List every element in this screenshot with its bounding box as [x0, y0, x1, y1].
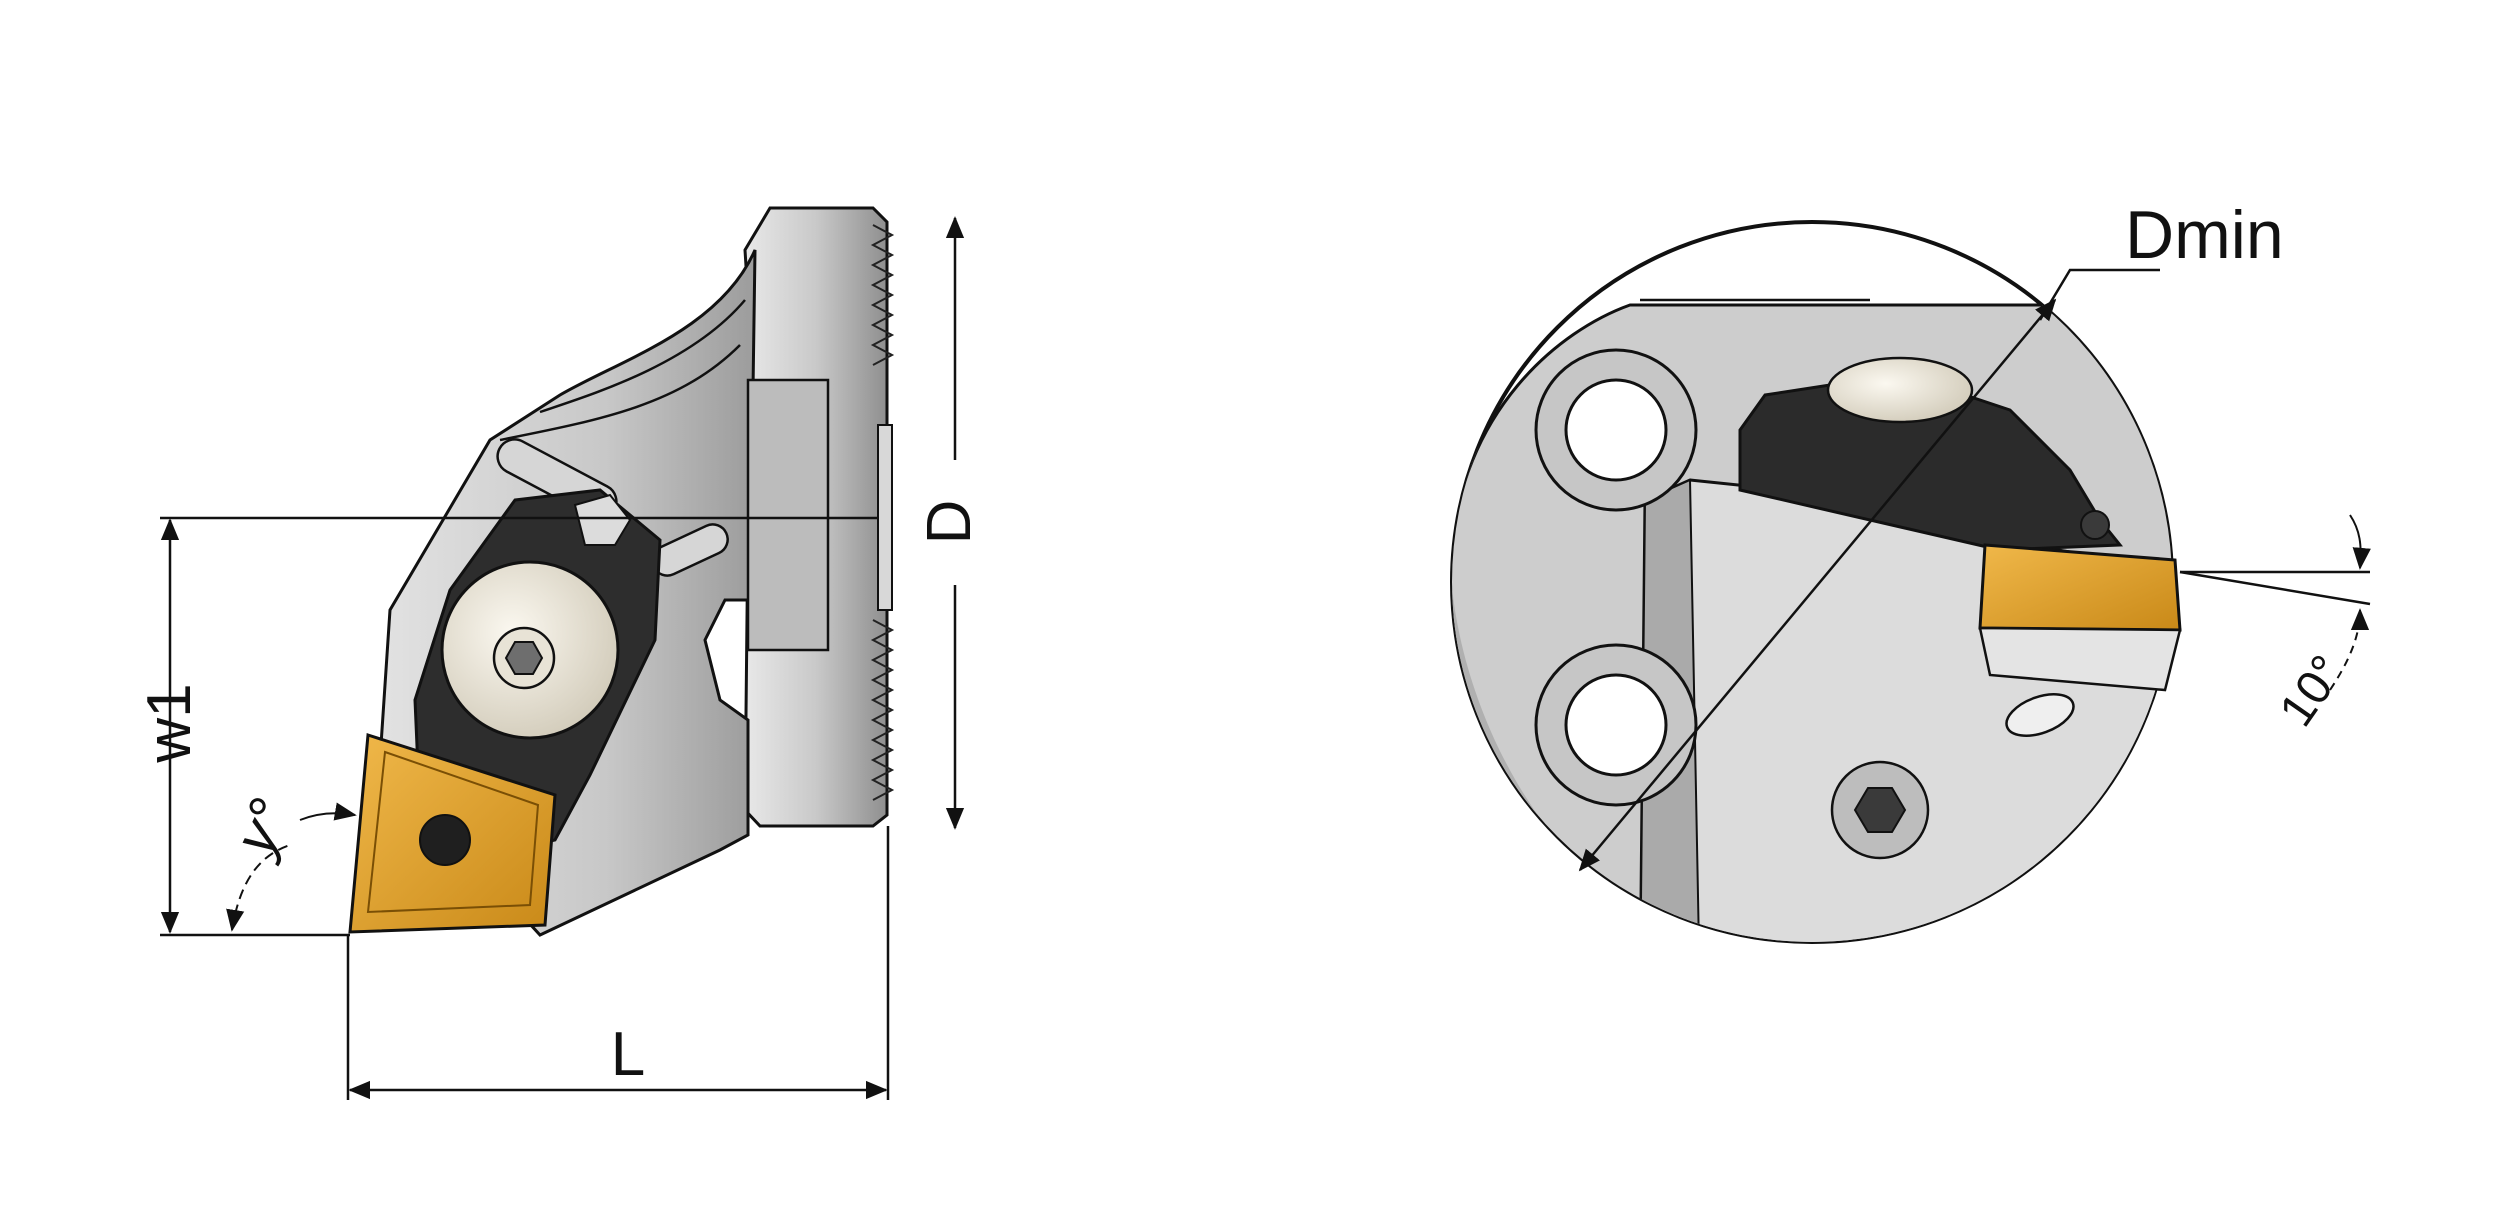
- front-insert: [1978, 543, 2182, 632]
- mount-hole-lower: [1564, 673, 1668, 777]
- insert-screw-hole-icon: [419, 814, 471, 866]
- dmin-label: Dmin: [2125, 197, 2284, 273]
- angle-arrow: [299, 802, 357, 821]
- front-clamp-pin: [2080, 510, 2110, 540]
- clamp-pin: [573, 493, 632, 546]
- mount-hole-upper: [1564, 378, 1668, 482]
- angle-10-arc-bottom: [2329, 608, 2370, 691]
- front-clamp-screw: [1826, 356, 1974, 424]
- insert-chipbreaker: [366, 750, 540, 914]
- angle-arc: [226, 844, 291, 932]
- front-view: [1450, 220, 2182, 944]
- flange-serrations: [870, 224, 895, 801]
- angle-10-label: 10°: [2270, 646, 2355, 736]
- dmin-leader: [2038, 268, 2160, 321]
- l-label: L: [611, 1020, 645, 1089]
- hex-socket-screw-icon: [504, 641, 544, 675]
- flange-slot: [877, 424, 893, 611]
- angle-label: y°: [220, 789, 303, 867]
- side-view: [348, 206, 895, 937]
- holder-flat: [746, 378, 830, 652]
- w1-label: w1: [135, 683, 204, 763]
- dmin-dimension-line: [1578, 298, 2057, 872]
- d-label: D: [915, 500, 984, 545]
- angle-incline-line: [2179, 570, 2371, 606]
- angle-10-arc-top: [2349, 514, 2371, 570]
- holder-contour: [499, 299, 746, 442]
